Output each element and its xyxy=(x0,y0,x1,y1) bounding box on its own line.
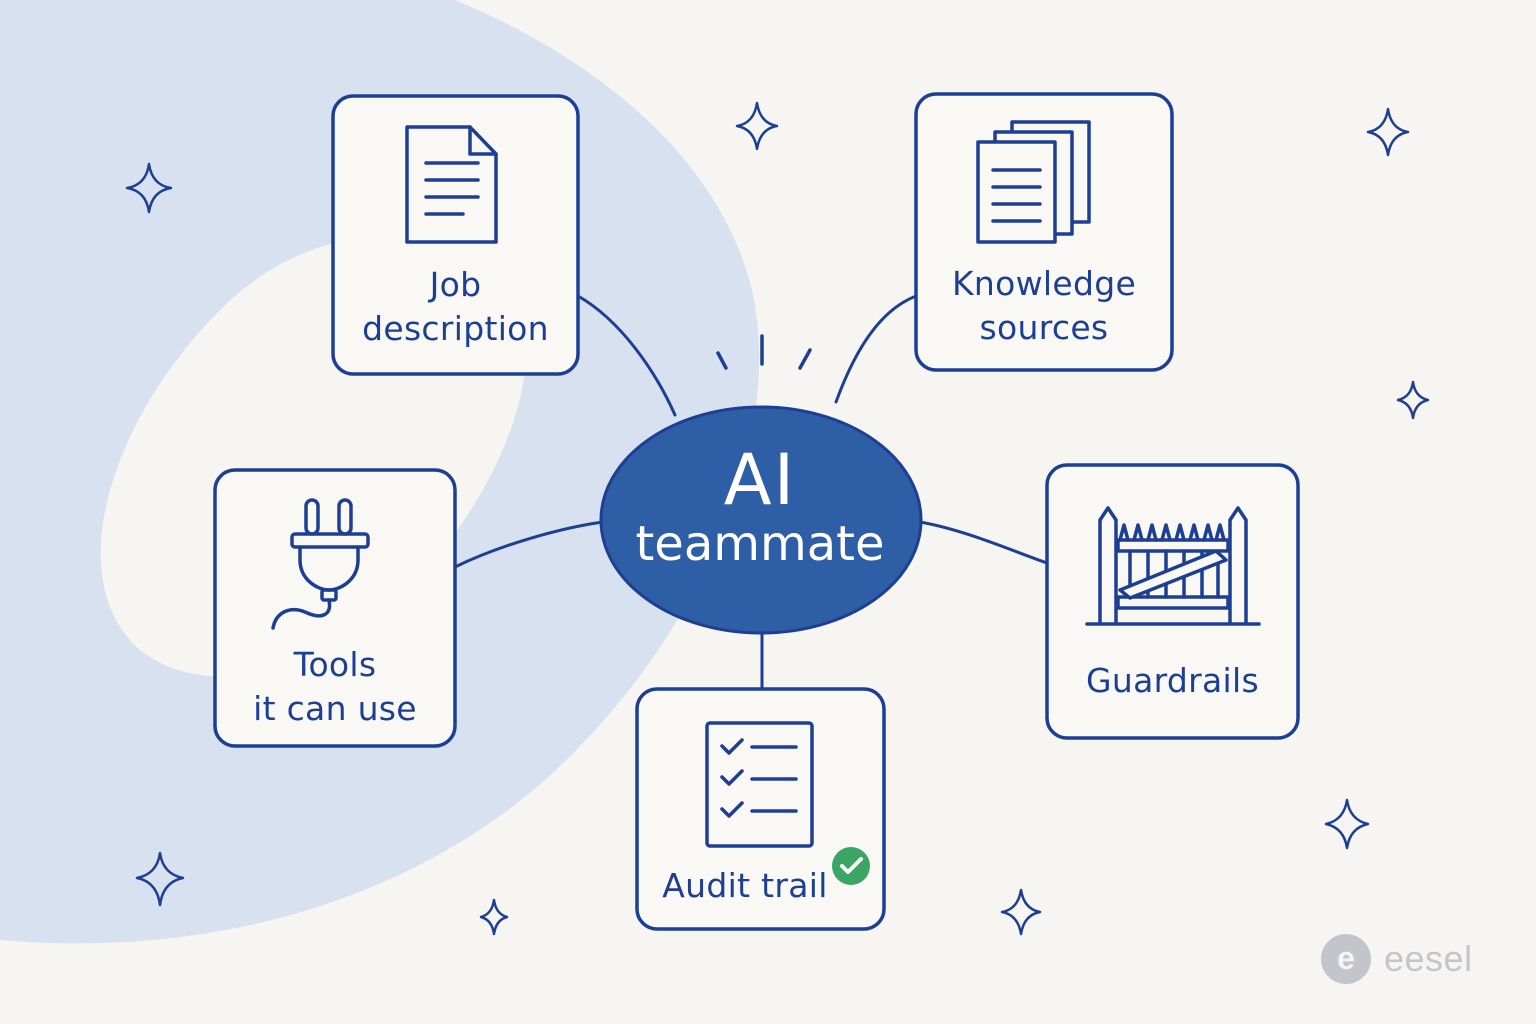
connector-job-description xyxy=(576,294,677,417)
center-subtitle: teammate xyxy=(635,516,885,572)
sparkle-icon xyxy=(1366,107,1410,157)
node-audit-trail xyxy=(635,687,886,931)
job-description-line2: description xyxy=(362,309,549,348)
sparkle-icon xyxy=(135,851,185,907)
checklist-icon xyxy=(705,721,814,848)
connector-knowledge-sources xyxy=(834,294,918,404)
tools-line1: Tools xyxy=(293,645,377,684)
node-tools xyxy=(213,468,457,748)
audit-trail-line1: Audit trail xyxy=(662,866,828,905)
knowledge-sources-line2: sources xyxy=(979,308,1109,347)
sparkle-icon xyxy=(1324,798,1370,850)
job-description-line1: Job xyxy=(429,265,482,304)
document-icon xyxy=(405,125,498,244)
stacked-documents-icon xyxy=(976,120,1091,244)
sparkle-icon xyxy=(1396,380,1430,420)
spark-lines-icon xyxy=(716,334,812,370)
sparkle-icon xyxy=(735,101,779,151)
audit-trail-label: Audit trail xyxy=(650,864,840,908)
node-job-description xyxy=(331,94,580,376)
sparkle-icon xyxy=(479,898,509,936)
sparkle-icon xyxy=(1000,888,1042,936)
plug-icon xyxy=(271,498,370,630)
node-guardrails xyxy=(1045,463,1300,740)
guardrails-label: Guardrails xyxy=(1047,659,1298,703)
knowledge-sources-line1: Knowledge xyxy=(951,264,1137,303)
guardrails-line1: Guardrails xyxy=(1086,661,1259,700)
sparkle-icon xyxy=(125,162,173,214)
connector-tools xyxy=(453,520,605,569)
brand-logo: e eesel xyxy=(1320,933,1473,985)
center-node xyxy=(599,405,923,635)
center-title: AI xyxy=(723,439,797,521)
tools-label: Tools it can use xyxy=(215,643,455,731)
tools-line2: it can use xyxy=(253,689,417,728)
check-badge-icon xyxy=(832,847,870,885)
connector-guardrails xyxy=(918,520,1049,565)
eesel-logo-letter: e xyxy=(1337,940,1355,976)
knowledge-sources-label: Knowledge sources xyxy=(916,262,1172,350)
brand-name: eesel xyxy=(1384,938,1473,979)
eesel-logo-icon: e xyxy=(1321,934,1371,984)
fence-gate-icon xyxy=(1085,506,1261,626)
job-description-label: Job description xyxy=(333,263,578,351)
